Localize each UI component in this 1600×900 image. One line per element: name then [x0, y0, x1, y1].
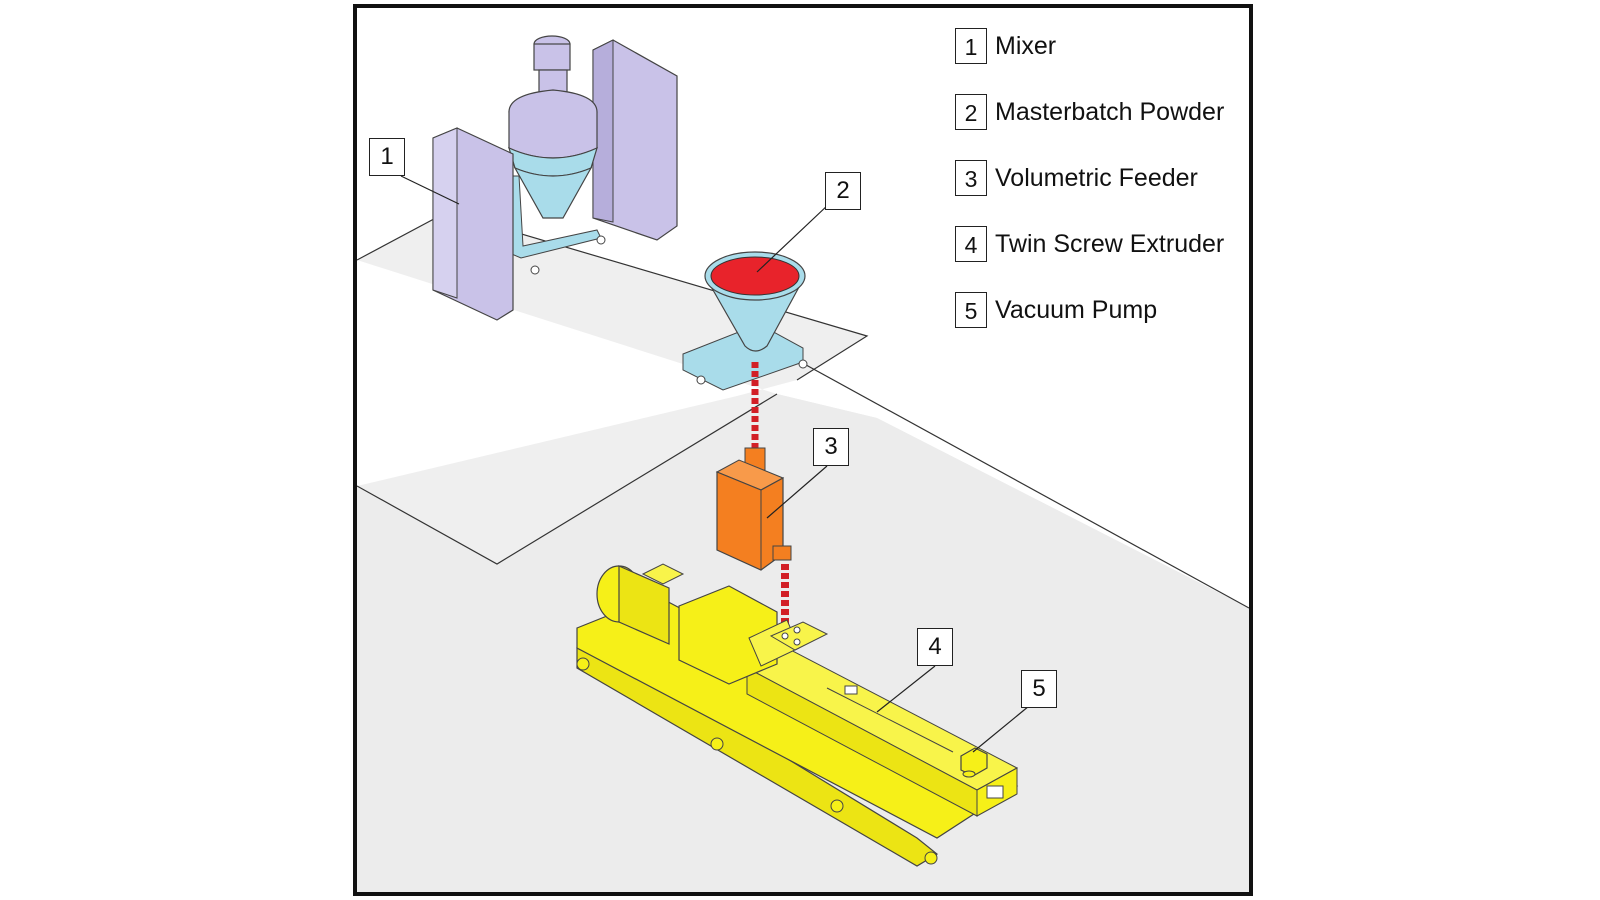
extruder-motor-body — [618, 565, 670, 645]
vacuum-pump — [960, 747, 988, 778]
legend-label: Mixer — [995, 31, 1057, 60]
callout-vacuum: 5 — [1021, 670, 1057, 708]
mixer-wheel — [530, 265, 540, 275]
legend-label: Twin Screw Extruder — [995, 229, 1225, 258]
callout-feeder: 3 — [813, 428, 849, 466]
extruder-foot — [830, 799, 844, 813]
floor-edge-lower — [357, 393, 778, 565]
legend-number: 3 — [955, 160, 987, 196]
leader-powder — [756, 203, 830, 273]
floor-edge-upper — [357, 211, 869, 381]
extruder-feed-throat — [769, 621, 829, 651]
legend-label: Volumetric Feeder — [995, 163, 1198, 192]
extruder-port — [844, 685, 858, 695]
legend-label: Masterbatch Powder — [995, 97, 1225, 126]
legend-number: 1 — [955, 28, 987, 64]
mixer-cone — [513, 166, 593, 219]
legend-label: Vacuum Pump — [995, 295, 1158, 324]
legend-number: 4 — [955, 226, 987, 262]
vacuum-pump-body — [960, 747, 988, 777]
diagram-frame: 1 2 3 4 5 1 Mixer 2 Masterbatch Powder 3… — [353, 4, 1253, 896]
legend-item: 4 Twin Screw Extruder — [955, 226, 1224, 262]
mixer-wheel — [596, 235, 606, 245]
powder-hopper — [682, 251, 808, 391]
callout-extruder: 4 — [917, 628, 953, 666]
feeder-outlet — [772, 545, 792, 561]
extruder-foot — [710, 737, 724, 751]
mixer-motor-body — [533, 43, 571, 71]
leader-feeder — [766, 465, 828, 519]
callout-powder: 2 — [825, 172, 861, 210]
extruder-motor-box — [641, 563, 685, 585]
leader-extruder — [876, 665, 936, 713]
volumetric-feeder — [715, 447, 792, 571]
extruder-gearbox — [678, 585, 778, 685]
legend-item: 3 Volumetric Feeder — [955, 160, 1198, 196]
legend-item: 1 Mixer — [955, 28, 1056, 64]
legend-number: 5 — [955, 292, 987, 328]
extruder-foot — [576, 657, 590, 671]
process-scene — [357, 8, 1249, 892]
legend-number: 2 — [955, 94, 987, 130]
leader-vacuum — [972, 705, 1030, 753]
mixer-dome — [508, 89, 598, 159]
hopper-wheel — [798, 359, 808, 369]
legend-item: 2 Masterbatch Powder — [955, 94, 1224, 130]
mixer — [432, 35, 678, 321]
leader-mixer — [400, 175, 460, 205]
floor-edge-right — [796, 359, 1249, 609]
extruder-foot — [924, 851, 938, 865]
twin-screw-extruder — [576, 563, 1019, 867]
powder-fill — [710, 256, 800, 296]
legend-item: 5 Vacuum Pump — [955, 292, 1157, 328]
hopper-wheel — [696, 375, 706, 385]
mixer-left-pillar-side — [432, 127, 458, 299]
callout-mixer: 1 — [369, 138, 405, 176]
extruder-end-port — [986, 785, 1004, 799]
